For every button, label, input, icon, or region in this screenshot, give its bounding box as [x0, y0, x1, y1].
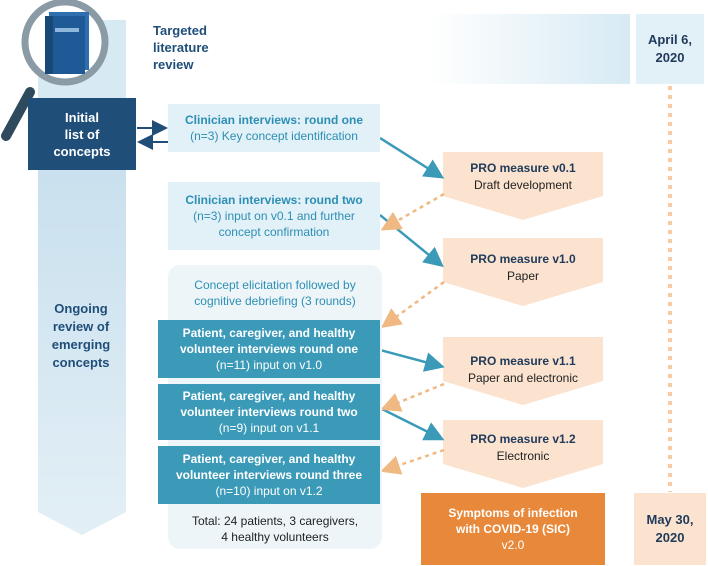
ongoing-chevron: [38, 168, 126, 535]
pro-chevrons: [443, 152, 603, 488]
sic-final-box: Symptoms of infection with COVID-19 (SIC…: [421, 493, 605, 565]
initial-concepts-box: Initial list of concepts: [28, 98, 136, 170]
ongoing-review-label: Ongoing review of emerging concepts: [51, 301, 111, 370]
patient-round-two-box: Patient, caregiver, and healthy voluntee…: [158, 384, 380, 440]
start-date-box: April 6, 2020: [636, 14, 704, 84]
clinician-round-two-box: Clinician interviews: round two (n=3) in…: [168, 182, 380, 250]
elicitation-description: Concept elicitation followed by cognitiv…: [194, 278, 356, 308]
clinician-round-one-box: Clinician interviews: round one (n=3) Ke…: [168, 104, 380, 152]
timeline-band: [430, 14, 630, 84]
pro-measure-v0-1: PRO measure v0.1 Draft development: [470, 161, 576, 192]
literature-review-title: Targeted literature review: [153, 23, 209, 72]
pro-measure-v1-1: PRO measure v1.1 Paper and electronic: [467, 354, 579, 385]
pro-measure-v1-2: PRO measure v1.2 Electronic: [470, 432, 576, 463]
magnifier-book-icon: [1, 0, 109, 141]
patient-round-one-box: Patient, caregiver, and healthy voluntee…: [158, 320, 380, 378]
end-date-box: May 30, 2020: [634, 493, 706, 565]
patient-round-three-box: Patient, caregiver, and healthy voluntee…: [158, 446, 380, 504]
pro-measure-v1-0: PRO measure v1.0 Paper: [470, 252, 576, 283]
participant-total: Total: 24 patients, 3 caregivers, 4 heal…: [191, 514, 359, 544]
